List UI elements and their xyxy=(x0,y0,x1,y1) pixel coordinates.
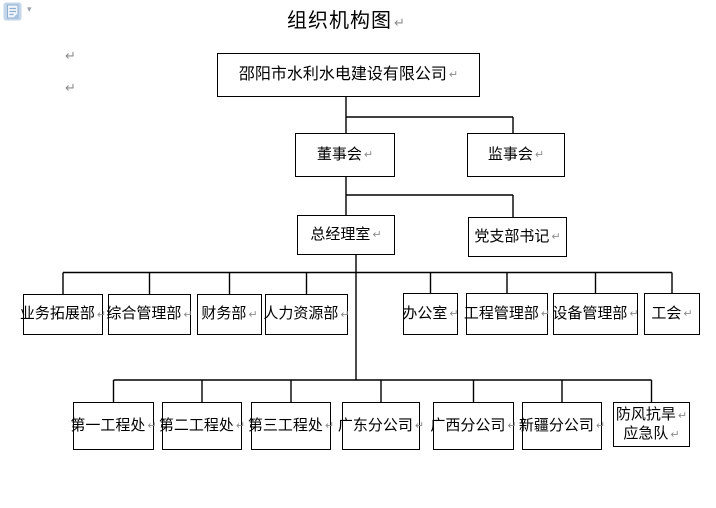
org-node-label: 邵阳市水利水电建设有限公司 xyxy=(238,66,447,83)
org-node-equipment-management-dept[interactable]: 设备管理部↵ xyxy=(552,293,639,335)
org-node-label: 设备管理部 xyxy=(552,305,628,322)
paragraph-mark: ↵ xyxy=(683,307,693,321)
paragraph-mark: ↵ xyxy=(394,16,405,31)
org-node-labor-union[interactable]: 工会↵ xyxy=(644,293,700,335)
org-node-guangxi-branch[interactable]: 广西分公司↵ xyxy=(430,402,517,450)
paragraph-mark: ↵ xyxy=(183,307,193,321)
org-node-label: 工程管理部 xyxy=(463,305,539,322)
org-node-business-development-dept[interactable]: 业务拓展部↵ xyxy=(19,294,107,335)
paragraph-mark: ↵ xyxy=(507,419,517,433)
paragraph-mark: ↵ xyxy=(449,307,459,321)
org-node-label: 广西分公司 xyxy=(430,417,506,434)
org-node-label: 第三工程处 xyxy=(247,417,323,434)
paragraph-mark: ↵ xyxy=(363,148,374,162)
org-node-guangdong-branch[interactable]: 广东分公司↵ xyxy=(338,402,424,450)
org-node-label: 应急队 xyxy=(623,425,669,442)
paragraph-mark: ↵ xyxy=(534,148,545,162)
paragraph-mark: ↵ xyxy=(235,419,246,433)
paragraph-mark: ↵ xyxy=(670,427,680,441)
paragraph-mark: ↵ xyxy=(540,307,551,321)
paragraph-mark: ↵ xyxy=(595,419,606,433)
paragraph-mark: ↵ xyxy=(248,307,258,321)
title-text: 组织机构图 xyxy=(287,10,393,32)
org-node-label: 工会 xyxy=(651,305,682,322)
org-node-label: 防风抗旱 xyxy=(615,406,676,423)
org-node-engineering-management-dept[interactable]: 工程管理部↵ xyxy=(463,293,551,335)
org-node-label: 业务拓展部 xyxy=(19,306,95,323)
document-title[interactable]: 组织机构图↵ xyxy=(0,4,692,33)
org-node-engineering-office-2[interactable]: 第二工程处↵ xyxy=(158,402,246,450)
paragraph-mark: ↵ xyxy=(340,307,350,321)
org-node-label: 财务部 xyxy=(201,306,247,323)
paragraph-mark: ↵ xyxy=(147,419,157,433)
org-node-label: 广东分公司 xyxy=(337,417,413,434)
dropdown-caret-icon[interactable]: ▾ xyxy=(27,5,32,15)
org-node-engineering-office-3[interactable]: 第三工程处↵ xyxy=(247,402,335,450)
org-node-company[interactable]: 邵阳市水利水电建设有限公司↵ xyxy=(217,53,480,97)
org-node-emergency-response-team[interactable]: 防风抗旱↵ 应急队↵ xyxy=(613,402,690,447)
org-node-label: 综合管理部 xyxy=(106,306,182,323)
org-node-label: 第二工程处 xyxy=(158,417,234,434)
paragraph-mark: ↵ xyxy=(677,408,688,422)
org-node-engineering-office-1[interactable]: 第一工程处↵ xyxy=(70,402,157,450)
org-node-general-management-dept[interactable]: 综合管理部↵ xyxy=(106,294,193,335)
org-node-office[interactable]: 办公室↵ xyxy=(402,293,459,335)
org-node-label: 总经理室 xyxy=(310,226,371,243)
org-node-label: 办公室 xyxy=(402,305,448,322)
org-node-label: 党支部书记 xyxy=(474,228,550,245)
org-node-supervisory-board[interactable]: 监事会↵ xyxy=(467,133,565,177)
org-node-label: 监事会 xyxy=(487,146,533,163)
org-node-label: 人力资源部 xyxy=(263,306,339,323)
org-node-board-of-directors[interactable]: 董事会↵ xyxy=(295,133,395,177)
paragraph-mark: ↵ xyxy=(629,307,639,321)
org-node-label: 第一工程处 xyxy=(70,417,146,434)
org-node-xinjiang-branch[interactable]: 新疆分公司↵ xyxy=(518,402,606,450)
paragraph-mark: ↵ xyxy=(324,419,335,433)
paragraph-mark: ↵ xyxy=(372,228,382,242)
paragraph-mark: ↵ xyxy=(448,68,459,82)
org-node-label: 董事会 xyxy=(316,146,362,163)
paragraph-mark: ↵ xyxy=(65,81,76,96)
paste-options-icon[interactable] xyxy=(3,2,23,22)
paragraph-mark: ↵ xyxy=(96,307,107,321)
org-node-finance-dept[interactable]: 财务部↵ xyxy=(197,294,262,335)
org-node-human-resources-dept[interactable]: 人力资源部↵ xyxy=(263,294,350,335)
paragraph-mark: ↵ xyxy=(551,230,561,244)
org-node-label: 新疆分公司 xyxy=(518,417,594,434)
paragraph-mark: ↵ xyxy=(65,49,76,64)
org-node-party-branch-secretary[interactable]: 党支部书记↵ xyxy=(468,217,567,257)
paragraph-mark: ↵ xyxy=(414,419,425,433)
org-node-general-manager-office[interactable]: 总经理室↵ xyxy=(297,215,395,255)
